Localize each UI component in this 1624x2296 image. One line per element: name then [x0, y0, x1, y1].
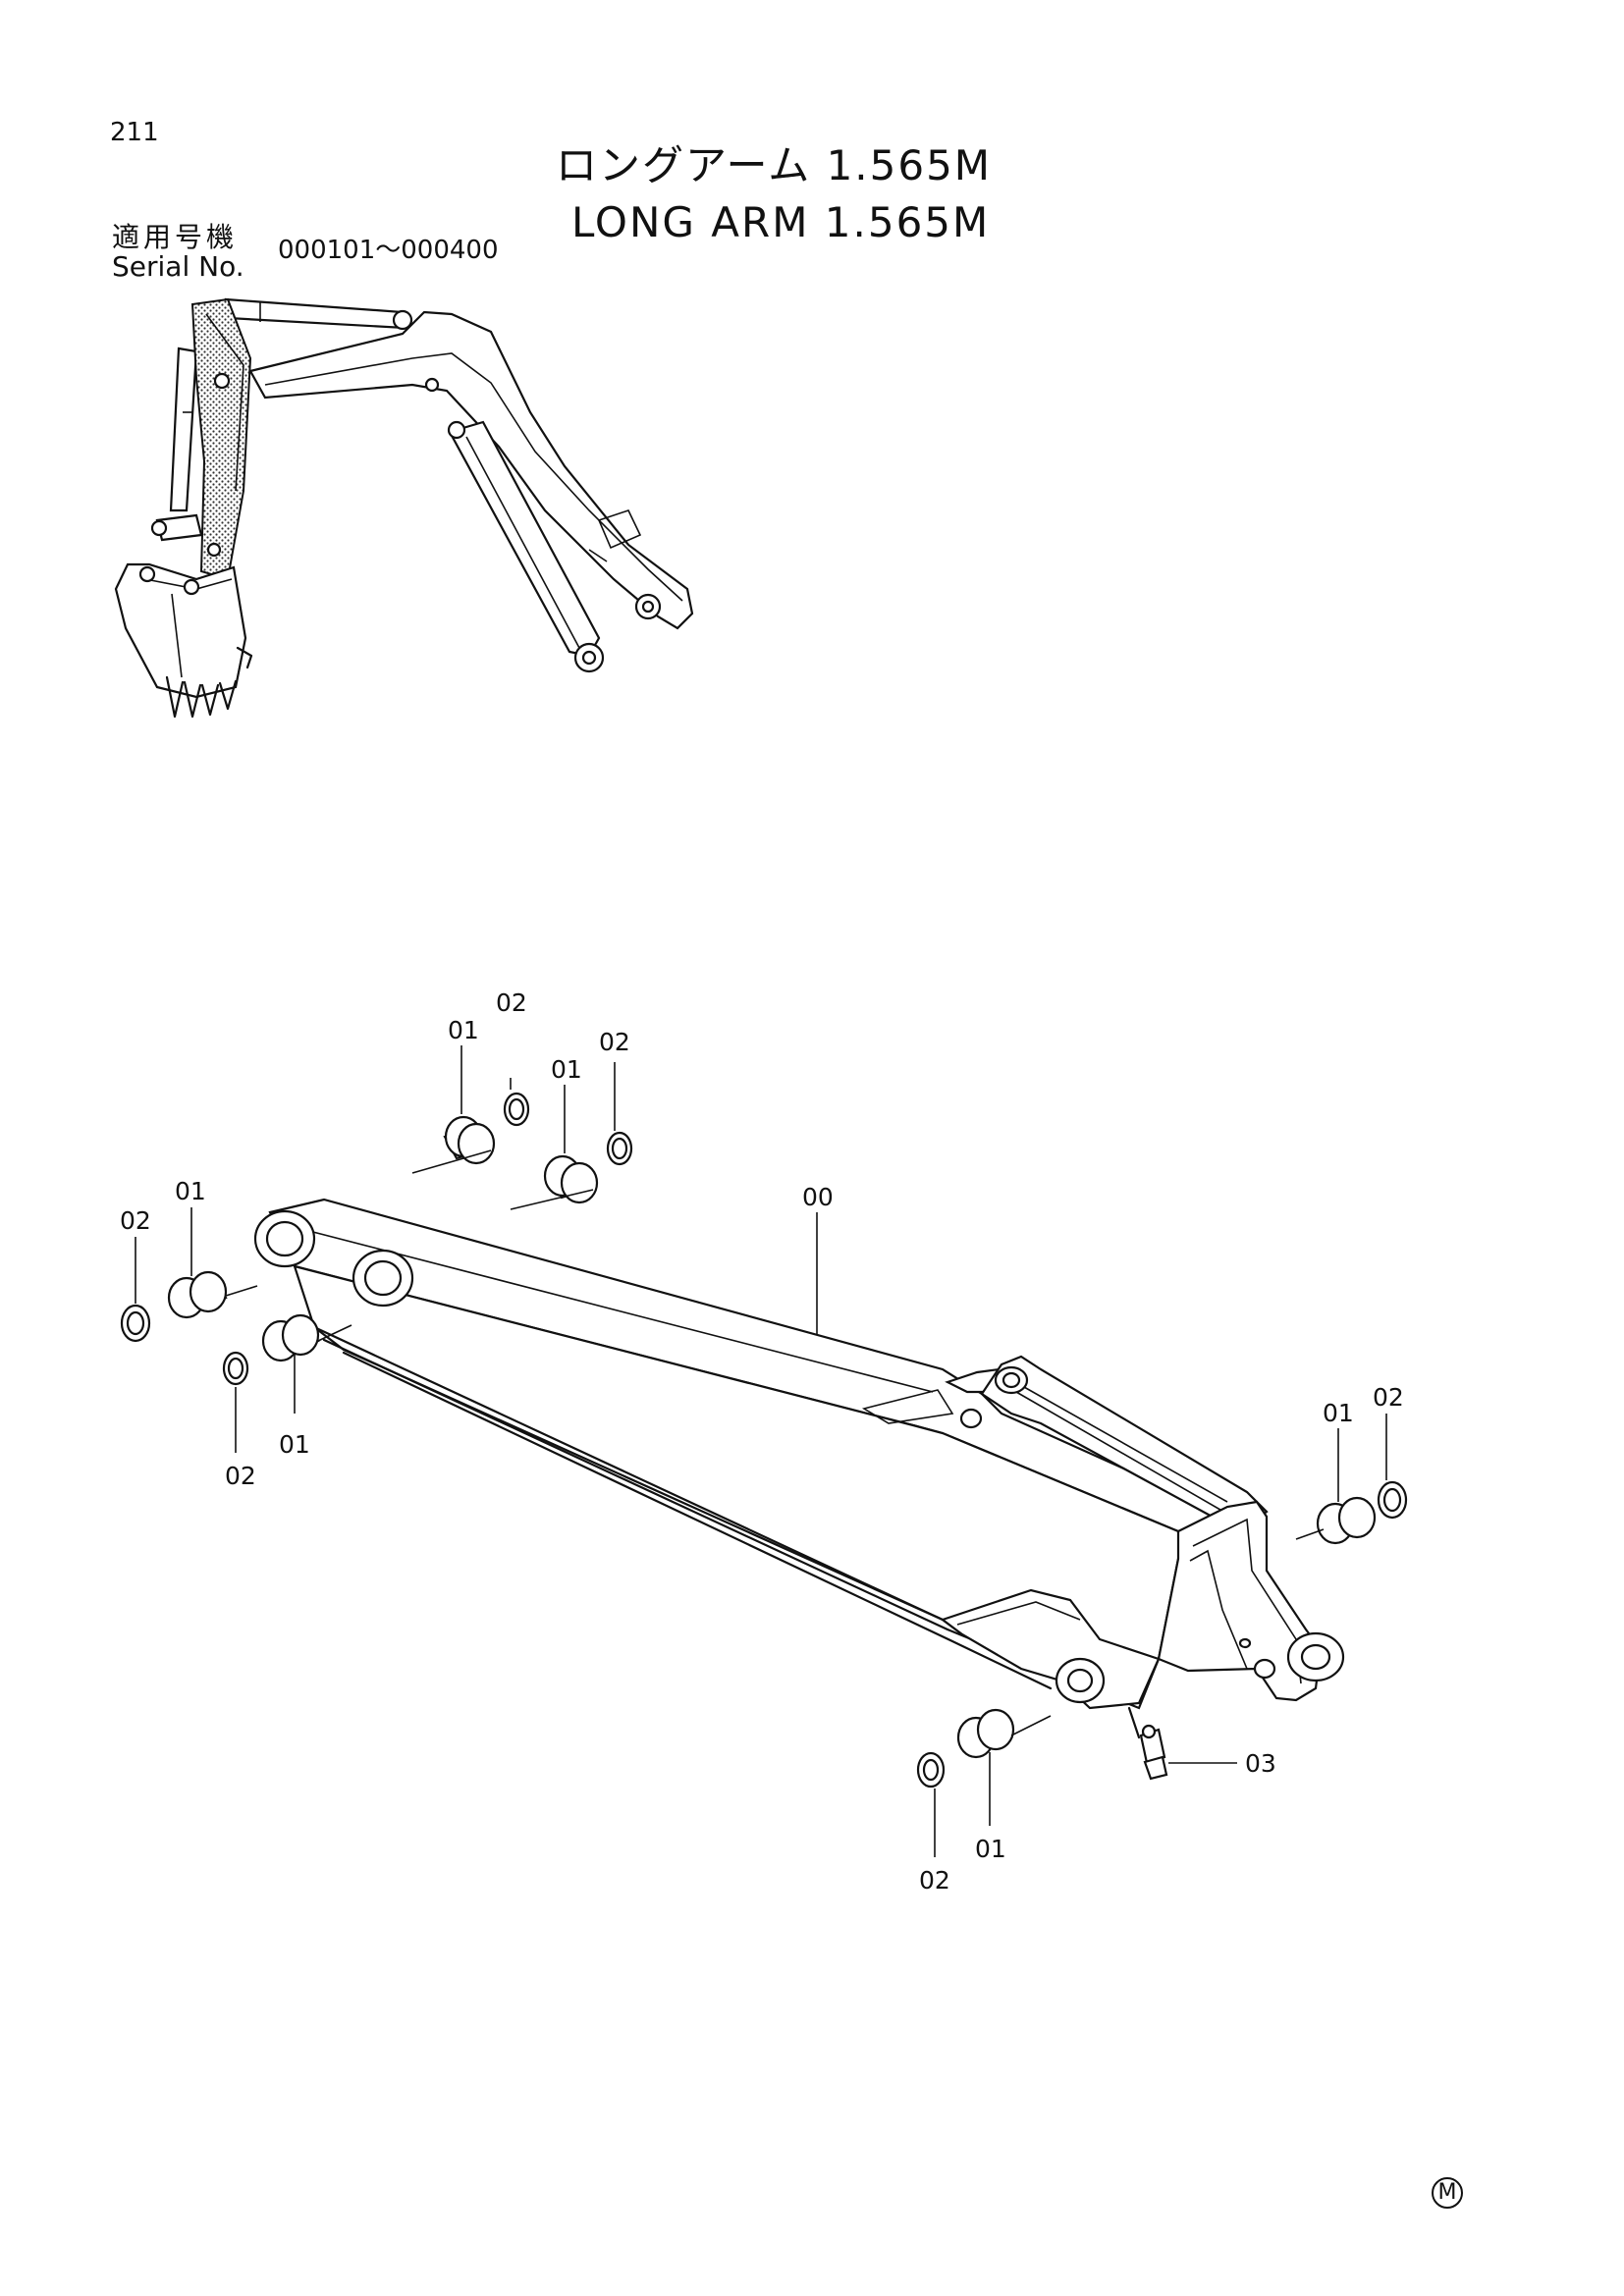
title-english: LONG ARM 1.565M	[571, 198, 991, 246]
callout-bushing-bottom: 01	[975, 1835, 1006, 1863]
callout-labels: 01 02 01 02 01 02 01 02 00 01 02 01 02 0…	[120, 988, 1404, 1895]
bushing-top-1	[443, 1115, 496, 1165]
title-japanese: ロングアーム 1.565M	[556, 141, 993, 189]
callout-shim-top-1: 02	[496, 988, 527, 1017]
bushing-left-2	[261, 1313, 320, 1362]
circled-m-mark: M	[1432, 2177, 1463, 2209]
callout-bushing-top-2: 01	[551, 1055, 582, 1084]
serial-label-japanese: 適用号機	[112, 221, 239, 253]
bushing-bottom	[956, 1708, 1015, 1759]
shim-bottom	[916, 1751, 946, 1789]
excavator-overview-illustration	[114, 297, 694, 719]
grease-fitting	[1139, 1724, 1168, 1781]
bushing-right	[1316, 1496, 1377, 1545]
long-arm-body	[253, 1198, 1345, 1739]
callout-bushing-top-1: 01	[448, 1016, 479, 1044]
bushing-left-1	[167, 1270, 228, 1319]
shim-left-2	[222, 1351, 249, 1386]
callout-bushing-left-2: 01	[279, 1430, 310, 1459]
callout-bushing-left-1: 01	[175, 1177, 206, 1205]
callout-arm: 00	[802, 1183, 834, 1211]
callout-bushing-right: 01	[1323, 1399, 1354, 1427]
serial-label-english: Serial No.	[112, 250, 244, 283]
callout-shim-right: 02	[1373, 1383, 1404, 1412]
shim-right	[1377, 1480, 1408, 1520]
callout-shim-bottom: 02	[919, 1866, 950, 1895]
serial-range: 000101～000400	[278, 236, 499, 265]
callout-shim-top-2: 02	[599, 1028, 630, 1056]
bushings-and-shims	[120, 1092, 1408, 1789]
shim-top-2	[606, 1131, 633, 1166]
callout-shim-left-1: 02	[120, 1206, 151, 1235]
shim-top-1	[503, 1092, 530, 1127]
callout-shim-left-2: 02	[225, 1462, 256, 1490]
leader-lines	[135, 1045, 1387, 1857]
callout-grease-fitting: 03	[1245, 1749, 1276, 1778]
bushing-top-2	[543, 1154, 599, 1204]
page-number: 211	[110, 118, 159, 147]
shim-left-1	[120, 1304, 151, 1343]
